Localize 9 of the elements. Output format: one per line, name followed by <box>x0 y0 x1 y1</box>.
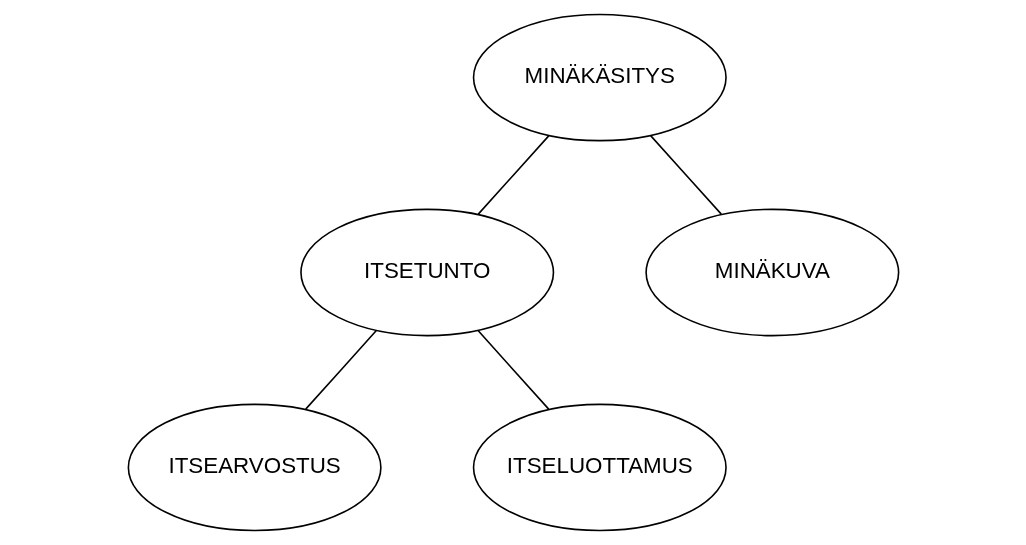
node-ellipse: MINÄKUVA <box>644 208 899 337</box>
node-ellipse: MINÄKÄSITYS <box>472 13 727 142</box>
connector <box>476 329 549 410</box>
connector <box>304 329 377 410</box>
node-ellipse: ITSELUOTTAMUS <box>472 403 727 532</box>
connector <box>477 134 550 215</box>
node-ellipse: ITSETUNTO <box>299 208 554 337</box>
connector <box>649 134 722 215</box>
node-ellipse: ITSEARVOSTUS <box>127 403 382 532</box>
